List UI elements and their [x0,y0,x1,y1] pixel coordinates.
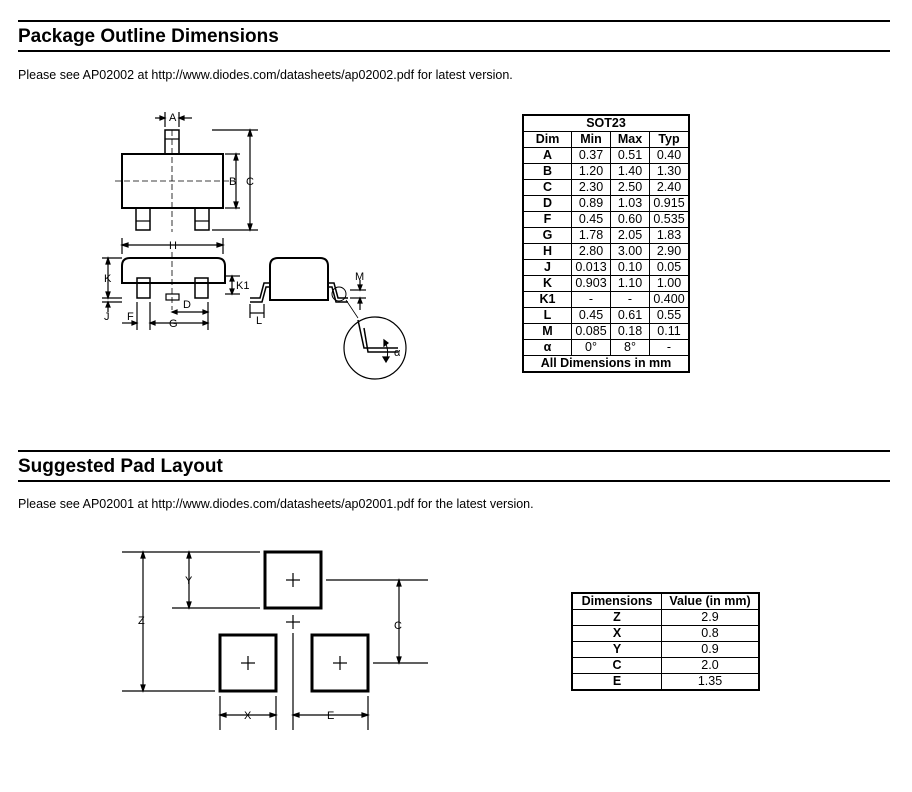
section1-note: Please see AP02002 at http://www.diodes.… [18,68,513,82]
top-view-lead-top [164,129,180,155]
sot23-cell-min: 0.45 [571,211,611,228]
end-view-body [269,257,329,301]
pad-right [310,633,370,693]
sot23-cell-typ: 0.40 [649,147,690,164]
pad-left [218,633,278,693]
sot23-cell-min: 2.30 [571,179,611,196]
label-L: L [256,315,262,327]
sot23-header-dim: Dim [522,131,572,148]
sot23-cell-min: 0.45 [571,307,611,324]
label-F: F [127,311,134,323]
pad-label-Y: Y [185,575,193,587]
label-K1: K1 [236,280,249,292]
sot23-header-typ: Typ [649,131,690,148]
pad-label-Z: Z [138,615,145,627]
pad-cell-dimension: E [571,673,662,691]
pad-header-dimensions: Dimensions [571,592,662,610]
pad-cell-dimension: C [571,657,662,674]
sot23-cell-min: 0.013 [571,259,611,276]
sot23-cell-min: 0.89 [571,195,611,212]
section2-title: Suggested Pad Layout [18,456,223,477]
label-B: B [229,176,236,188]
section2-top-rule [18,450,890,452]
sot23-cell-typ: 1.30 [649,163,690,180]
pad-cell-value: 1.35 [661,673,760,691]
sot23-cell-typ: 0.05 [649,259,690,276]
pad-cell-dimension: X [571,625,662,642]
label-C: C [246,176,254,188]
sot23-cell-max: 3.00 [610,243,650,260]
sot23-cell-dim: K1 [522,291,572,308]
sot23-cell-max: 0.18 [610,323,650,340]
pad-cell-value: 0.9 [661,641,760,658]
label-K: K [104,273,112,285]
pad-label-E: E [327,710,334,722]
pad-cell-value: 2.0 [661,657,760,674]
label-D: D [183,299,191,311]
sot23-cell-min: 1.78 [571,227,611,244]
label-A: A [169,112,177,124]
pad-cell-dimension: Z [571,609,662,626]
sot23-cell-typ: 0.11 [649,323,690,340]
side-view-body [121,257,226,284]
pad-top [263,550,323,610]
top-view-lead-left [135,207,151,231]
section2-bottom-rule [18,480,890,482]
top-view-lead-right [194,207,210,231]
sot23-cell-max: 8° [610,339,650,356]
pad-cell-dimension: Y [571,641,662,658]
sot23-cell-typ: 1.83 [649,227,690,244]
label-G: G [169,318,178,330]
sot23-cell-min: 0° [571,339,611,356]
label-M: M [355,271,364,283]
sot23-cell-max: 2.05 [610,227,650,244]
pad-label-C: C [394,620,402,632]
section2-note: Please see AP02001 at http://www.diodes.… [18,497,534,511]
sot23-cell-typ: 0.535 [649,211,690,228]
section1-bottom-rule [18,50,890,52]
pad-cell-value: 0.8 [661,625,760,642]
sot23-cell-min: 0.903 [571,275,611,292]
label-alpha: α [394,347,401,359]
label-H: H [169,240,177,252]
section1-top-rule [18,20,890,22]
pad-header-value: Value (in mm) [661,592,760,610]
sot23-cell-max: 0.61 [610,307,650,324]
sot23-cell-typ: 2.90 [649,243,690,260]
section1-title: Package Outline Dimensions [18,26,279,47]
pad-cell-value: 2.9 [661,609,760,626]
sot23-table-footer: All Dimensions in mm [522,355,690,373]
sot23-header-max: Max [610,131,650,148]
label-J: J [104,311,110,323]
sot23-cell-max: 0.10 [610,259,650,276]
pad-label-X: X [244,710,252,722]
detail-circle [343,316,407,380]
sot23-cell-typ: - [649,339,690,356]
